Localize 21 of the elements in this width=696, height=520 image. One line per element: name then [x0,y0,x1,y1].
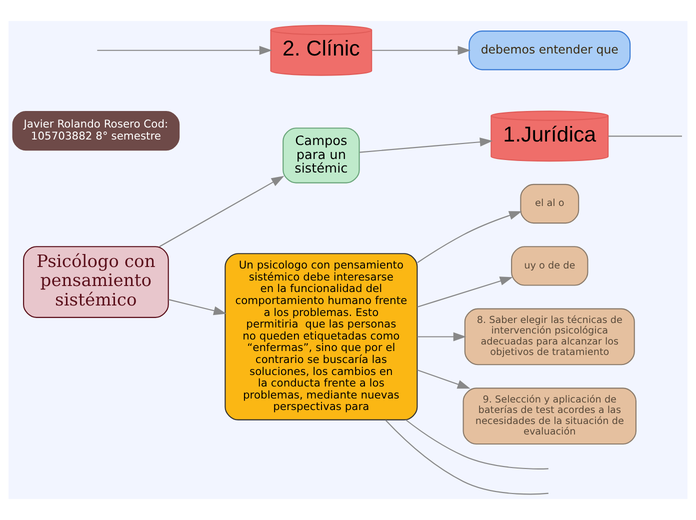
node-box: Javier Rolando Rosero Cod: 105703882 8° semestre [12,110,180,151]
arrow [417,276,513,308]
node-box: Un psicologo con pensamiento sistémico debe interesarse en la funcionalidad del comportamiento humano frente a los problemas. Esto permitiria que las personas no queden etiquetadas como “enfermas”, sino que por el contrario se buscaría las soluciones, los cambios en la conducta frente a los problemas, mediante nuevas perspectivas para [224,253,418,420]
arrow [168,299,227,316]
arrow [417,211,522,264]
connector [406,419,548,470]
arrow [417,332,466,342]
arrow [97,46,272,55]
connector [608,136,682,137]
node-box: 9. Selección y aplicación de baterías de test acordes a las necesidades de la situación de evaluación [462,388,637,445]
node-box: uy o de de [511,246,588,286]
node-box: debemos entender que [468,30,631,70]
node-box: Psicólogo con pensamiento sistémico [23,246,169,318]
node-box: Campos para un sistémic [282,128,360,184]
arrow [159,176,284,248]
arrow [417,370,470,389]
node-box: 8. Saber elegir las técnicas de intervención psicológica adecuadas para alcanzar los objetivos de tratamiento [464,308,635,366]
arrow [372,46,471,55]
node-box: el al o [520,184,580,224]
connector [385,420,548,495]
arrow [360,138,493,153]
